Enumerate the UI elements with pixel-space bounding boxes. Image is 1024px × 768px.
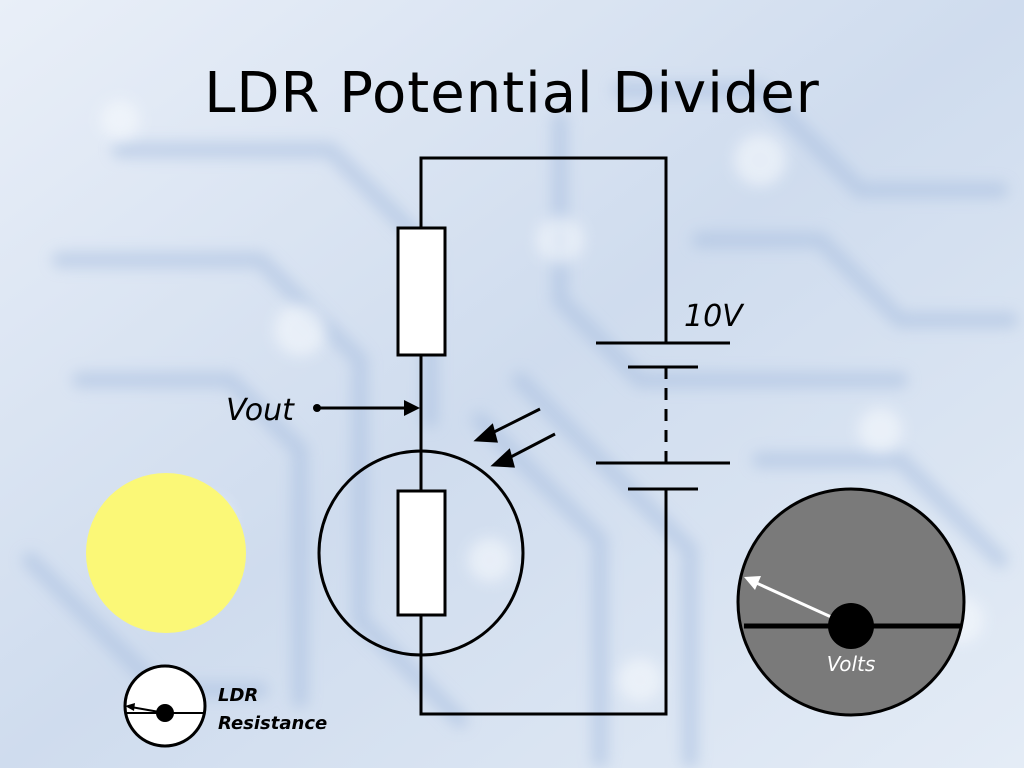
ldr-symbol (317, 449, 525, 657)
voltmeter-label: Volts (827, 652, 876, 676)
light-source-icon (86, 473, 246, 633)
light-rays-icon (473, 407, 556, 468)
ldr-resistor (396, 489, 447, 617)
voltmeter-face (736, 487, 966, 717)
wire-left-bottom (419, 489, 668, 716)
ldr-dial-pivot (156, 704, 174, 722)
ldr-dial-label-line1: LDR (218, 685, 258, 706)
supply-voltage-label: 10V (684, 299, 745, 334)
wire-left-top (419, 156, 668, 343)
voltmeter-pivot (828, 603, 874, 649)
vout-label: Vout (226, 393, 295, 428)
fixed-resistor (396, 226, 447, 357)
vout-arrow (313, 400, 420, 416)
ldr-circle (317, 449, 525, 657)
circuit-wires (419, 156, 668, 716)
battery-symbol (596, 341, 730, 491)
ldr-resistance-dial (123, 664, 207, 748)
slide-title: LDR Potential Divider (204, 61, 820, 126)
voltmeter-dial (736, 487, 966, 717)
ldr-dial-label-line2: Resistance (218, 713, 327, 734)
